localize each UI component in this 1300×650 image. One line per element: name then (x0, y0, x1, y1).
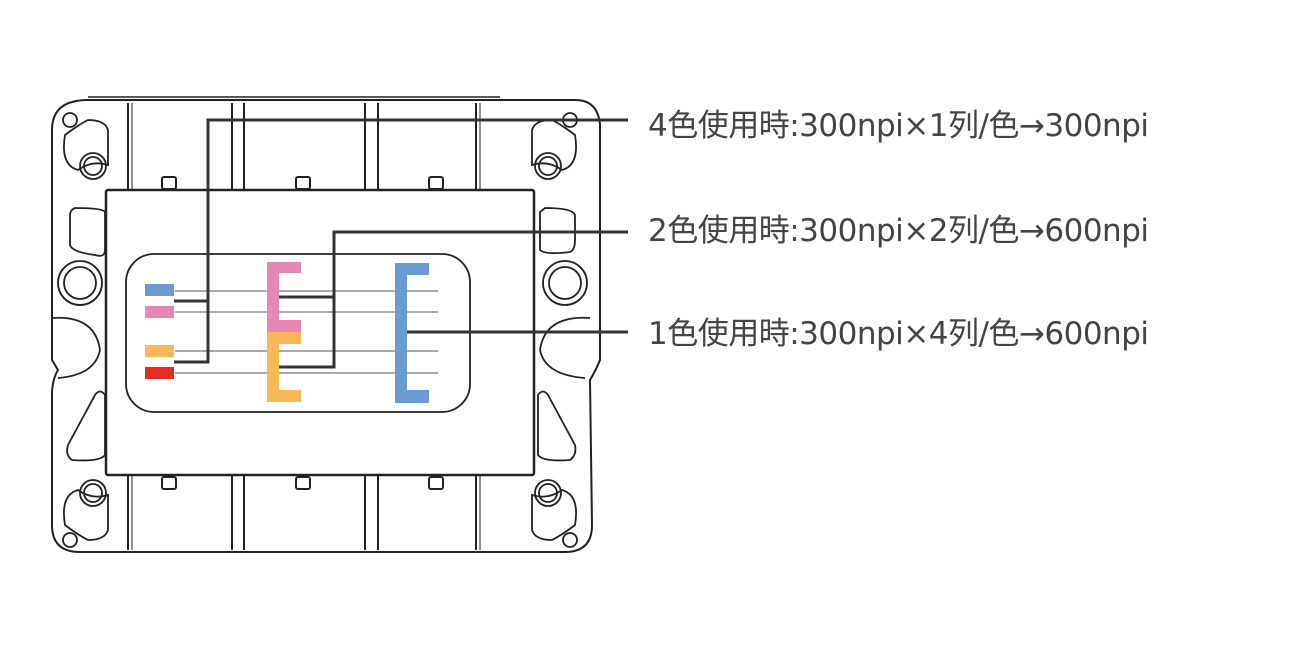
nozzle-row-pink (145, 306, 174, 318)
two-color-brackets (267, 262, 301, 402)
four-color-rows (145, 284, 174, 379)
one-color-bracket (395, 263, 429, 403)
nozzle-row-lines (175, 290, 438, 374)
nozzle-row-red (145, 367, 174, 379)
printhead-housing (51, 96, 601, 553)
label-two-color-mode: 2色使用時:300npi×2列/色→600npi (648, 213, 1149, 249)
label-one-color-mode: 1色使用時:300npi×4列/色→600npi (648, 316, 1149, 352)
leader-lines (174, 118, 628, 369)
label-four-color-mode: 4色使用時:300npi×1列/色→300npi (648, 108, 1149, 144)
bracket-pink (267, 262, 301, 332)
nozzle-row-blue (145, 284, 174, 296)
mounting-holes (51, 112, 591, 548)
nozzle-row-yellow (145, 345, 174, 357)
bracket-yellow (267, 332, 301, 402)
